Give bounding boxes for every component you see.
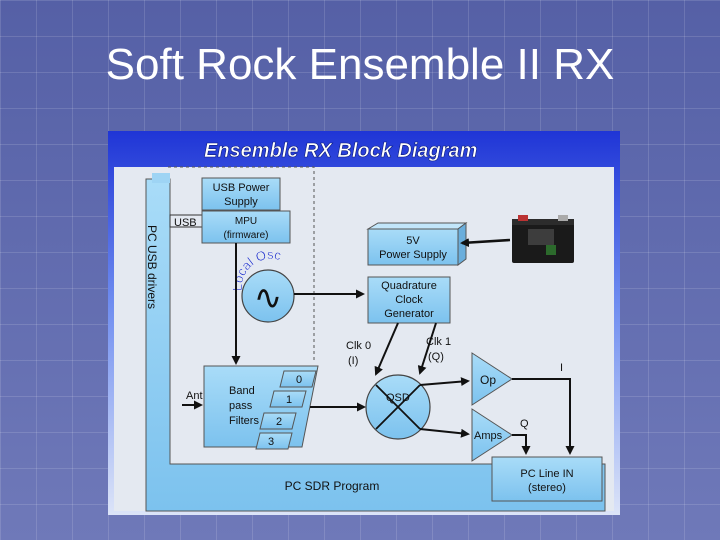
qsd-cross-b [375,384,421,430]
quadrature-clock-block [367,276,451,324]
op-amp-q [471,408,513,462]
qclock-line2: Clock [395,294,423,306]
clk1-line2: (Q) [428,351,444,363]
clk0-line2: (I) [348,355,358,367]
clk0-line1: Clk 0 [346,340,371,352]
usb-board-boundary [168,166,315,361]
qsd-to-amps-arrow [419,428,470,438]
bpf-line3: Filters [229,415,259,427]
power-supply-5v-block [367,228,459,266]
filter-tab-0 [279,370,317,388]
pc-line-in-block [491,456,603,502]
line-in-line1: PC Line IN [520,468,573,480]
op-amp-i [471,352,513,406]
clk0-arrow [374,322,399,376]
filter-number-0: 0 [296,374,302,386]
power-supply-top [366,222,468,230]
filter-number-1: 1 [286,394,292,406]
amps-label: Amps [474,430,503,442]
usb-power-line1: USB Power [213,182,270,194]
slide-title: Soft Rock Ensemble II RX [105,40,615,89]
mpu-line2: (firmware) [224,230,269,241]
power-supply-line2: Power Supply [379,249,447,261]
pc-base-top-bevel [152,173,170,183]
bpf-line1: Band [229,385,255,397]
qclock-line3: Generator [384,308,434,320]
filter-tab-1 [269,390,307,408]
block-diagram: Ensemble RX Block Diagram PC USB drivers… [108,131,620,515]
filter-number-3: 3 [268,436,274,448]
filter-tab-2 [259,412,297,430]
battery-icon [512,215,574,263]
op-label: Op [480,373,496,387]
usb-label: USB [174,217,197,229]
qsd-to-op-arrow [419,377,470,387]
bpf-line2: pass [229,400,253,412]
mpu-line1: MPU [235,216,257,227]
q-label: Q [520,418,529,430]
pc-sdr-program-label: PC SDR Program [285,479,380,493]
i-output-line [512,378,575,455]
q-output-line [512,434,531,455]
local-osc-circle [241,269,295,323]
pc-usb-drivers-label: PC USB drivers [145,225,159,309]
diagram-title: Ensemble RX Block Diagram [204,140,477,162]
clk1-arrow [417,322,437,375]
usb-power-line2: Supply [224,196,258,208]
sine-wave-icon: ∿ [254,279,283,317]
i-label: I [560,362,563,374]
qsd-label: QSD [386,392,410,404]
mpu-block [201,210,291,244]
line-in-line2: (stereo) [528,482,566,494]
battery-to-psu-arrow [460,238,511,248]
usb-power-supply-block [201,177,281,211]
filter-number-2: 2 [276,416,282,428]
power-supply-line1: 5V [406,235,420,247]
qclock-line1: Quadrature [381,280,437,292]
filter-tab-3 [255,432,293,450]
clk1-line1: Clk 1 [426,336,451,348]
antenna-label: Ant [186,390,203,402]
